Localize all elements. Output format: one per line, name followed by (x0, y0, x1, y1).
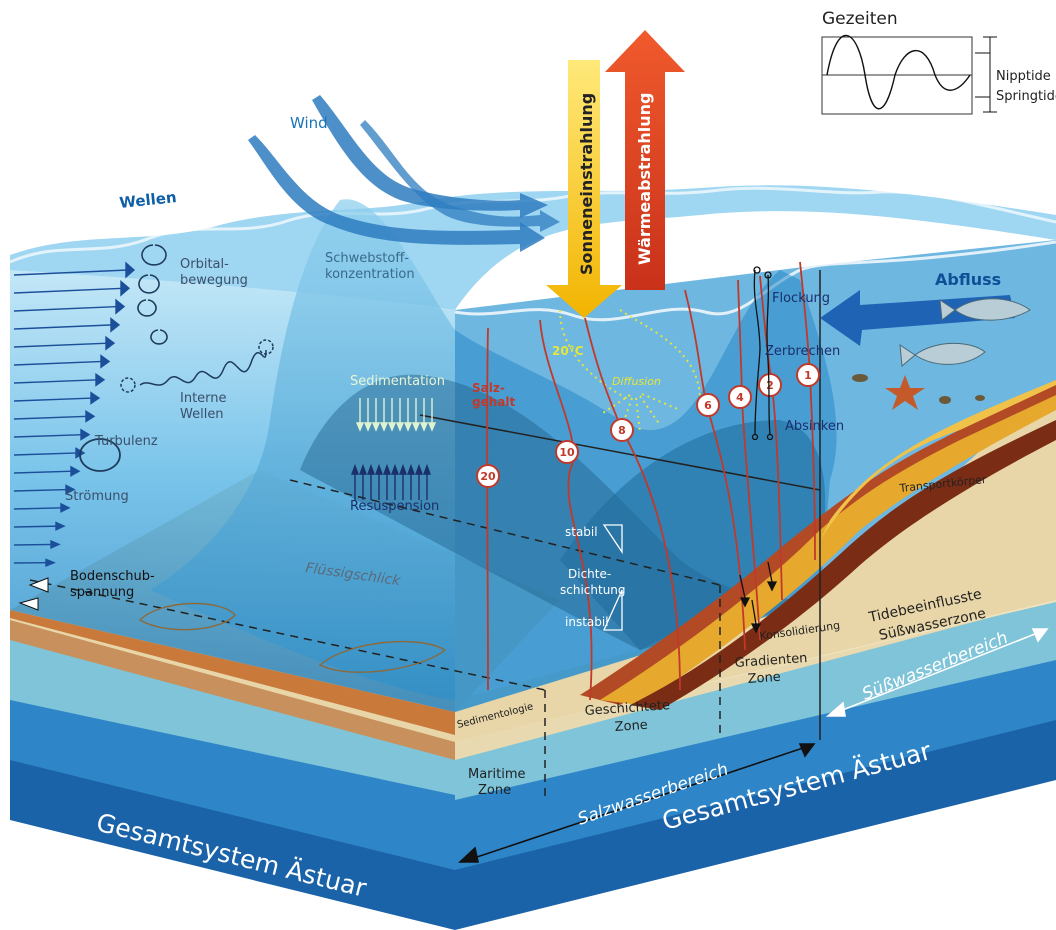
salinity-marker-label: 20 (480, 470, 496, 483)
gradient-zone-label-2: Zone (747, 670, 781, 687)
turbulence-icon (79, 438, 121, 472)
salinity-marker: 20 (476, 464, 500, 488)
salinity-marker-label: 6 (704, 399, 712, 412)
internal-waves-label-2: Wellen (180, 407, 224, 422)
temperature-label: 20°C (552, 344, 584, 358)
shells-icon (852, 374, 985, 404)
waves-label: Wellen (119, 188, 178, 212)
bed-shear-label-2: spannung (70, 585, 134, 600)
salinity-marker-label: 10 (559, 446, 575, 459)
turbulence-label: Turbulenz (94, 434, 158, 449)
stratified-zone-label-2: Zone (614, 718, 648, 735)
salinity-marker-label: 4 (736, 391, 744, 404)
sun-radiation-label: Sonneneinstrahlung (577, 93, 596, 275)
salinity-marker: 8 (610, 418, 634, 442)
freshwater-range-arrow (825, 628, 1049, 717)
salinity-marker: 10 (555, 440, 579, 464)
salinity-marker-label: 8 (618, 424, 626, 437)
gradient-zone-label-1: Gradienten (734, 651, 808, 671)
wind-label: Wind (290, 114, 328, 132)
current-arrows (13, 261, 136, 567)
internal-waves-label-1: Interne (180, 391, 227, 406)
heat-radiation-arrow (605, 30, 685, 290)
sedimentation-label: Sedimentation (350, 374, 445, 389)
salinity-label-1: Salz- (472, 381, 505, 395)
stability-triangles (602, 524, 623, 631)
salinity-marker: 2 (758, 373, 782, 397)
heat-radiation-label: Wärmeabstrahlung (635, 92, 654, 265)
orbital-label-2: bewegung (180, 273, 248, 288)
seabed-surface (10, 380, 1056, 742)
flatfish-icon (138, 602, 447, 673)
settling-label: Absinken (785, 419, 844, 434)
maritime-zone-label-1: Maritime (468, 767, 526, 782)
runoff-label: Abfluss (935, 270, 1001, 289)
diffusion-label: Diffusion (612, 375, 661, 388)
stratified-zone-label-1: Geschichtete (584, 698, 670, 719)
maritime-zone-label-2: Zone (478, 783, 511, 798)
consolidation-arrows (739, 561, 778, 634)
salinity-marker: 4 (728, 385, 752, 409)
orbital-motion-icon (137, 244, 168, 345)
suspended-label-2: konzentration (325, 267, 415, 282)
internal-waves-icon (120, 339, 274, 393)
salinity-markers: 20 10 8 6 4 2 1 (476, 363, 820, 488)
temperature-diffusion (559, 309, 701, 433)
suspended-label-1: Schwebstoff- (325, 251, 409, 266)
bed-shear-icon (18, 577, 49, 611)
resuspension-arrows (350, 464, 432, 500)
flocculation-label: Flockung (772, 291, 830, 306)
salinity-marker-label: 2 (766, 379, 774, 392)
turbidity-plume (150, 199, 455, 700)
salinity-label-2: gehalt (472, 395, 515, 409)
saltwater-range-arrow (457, 743, 816, 863)
flocculation-arrows (751, 266, 774, 441)
zone-divider-lines (29, 479, 721, 800)
unstable-label: instabil (565, 615, 609, 629)
neap-tide-label: Nipptide (996, 69, 1051, 84)
tide-title: Gezeiten (822, 9, 898, 29)
salinity-marker: 1 (796, 363, 820, 387)
spring-tide-label: Springtide (996, 89, 1056, 104)
current-label: Strömung (65, 489, 129, 504)
bed-shear-label-1: Bodenschub- (70, 569, 155, 584)
resuspension-label: Resuspension (350, 499, 439, 514)
salinity-marker: 6 (696, 393, 720, 417)
wind-arrows (248, 95, 560, 252)
stable-label: stabil (565, 525, 598, 539)
sedimentation-arrows (355, 398, 437, 432)
stratification-label-2: schichtung (560, 583, 626, 597)
tide-chart (821, 34, 997, 115)
breakup-label: Zerbrechen (765, 344, 840, 359)
salinity-curves (486, 261, 816, 701)
fish-icon (899, 298, 1031, 367)
stratification-label-1: Dichte- (568, 567, 611, 581)
salinity-marker-label: 1 (804, 369, 812, 382)
orbital-label-1: Orbital- (180, 257, 229, 272)
sun-radiation-arrow (546, 60, 622, 318)
starfish-icon (885, 375, 925, 410)
